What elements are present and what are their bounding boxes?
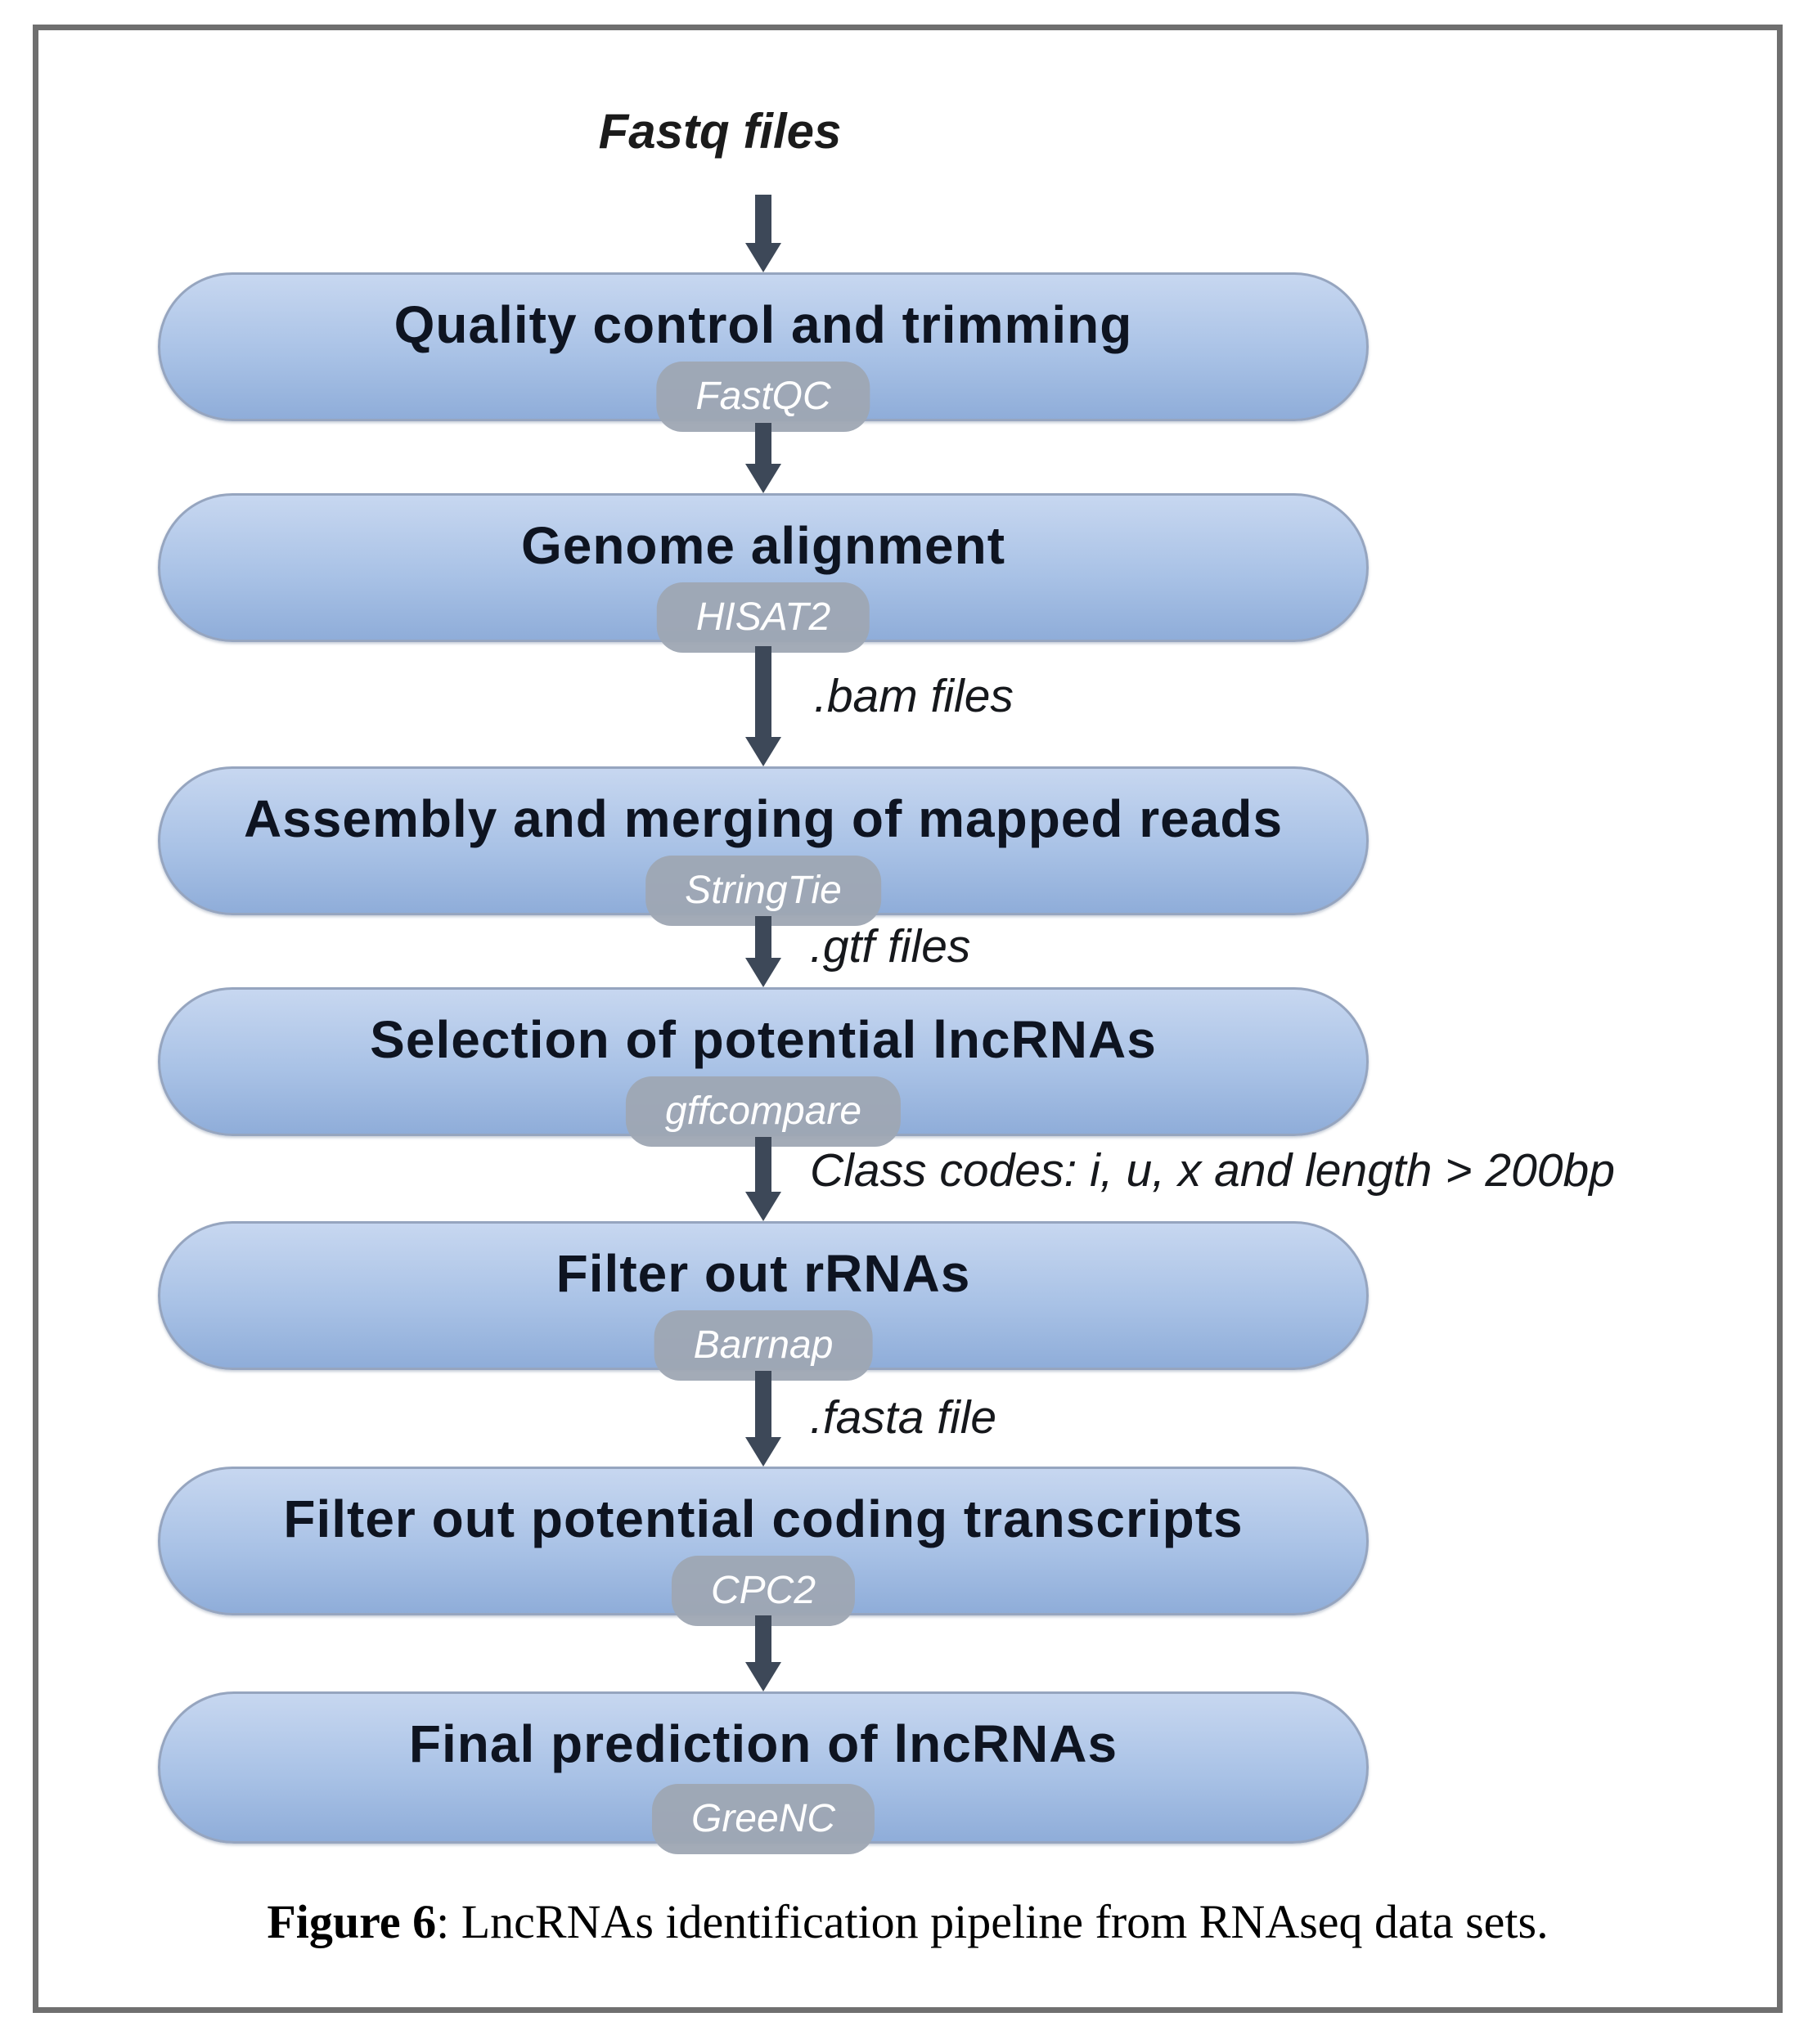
edge-label-gtf-files: .gtf files (810, 920, 971, 973)
tool-pill: CPC2 (671, 1556, 856, 1626)
tool-pill: gffcompare (625, 1076, 902, 1147)
arrow-head-icon (745, 1192, 781, 1221)
step-title: Filter out rRNAs (555, 1244, 971, 1303)
step-box-quality-control: Quality control and trimming FastQC (158, 272, 1369, 432)
arrow-stem (755, 1371, 771, 1437)
step-title: Genome alignment (520, 516, 1006, 575)
arrow-head-icon (745, 1662, 781, 1691)
step-box-filter-coding-transcripts: Filter out potential coding transcripts … (158, 1467, 1369, 1626)
arrow-stem (755, 646, 771, 737)
arrow-head-icon (745, 464, 781, 493)
tool-pill: GreeNC (651, 1784, 875, 1854)
tool-pill: HISAT2 (656, 582, 870, 653)
arrow-head-icon (745, 1437, 781, 1467)
edge-label-bam-files: .bam files (814, 670, 1014, 722)
figure-caption-prefix: Figure 6 (267, 1895, 437, 1948)
arrow-stem (755, 916, 771, 958)
step-title: Assembly and merging of mapped reads (243, 789, 1284, 848)
arrow-head-icon (745, 958, 781, 987)
step-title: Selection of potential lncRNAs (370, 1010, 1157, 1069)
arrow-stem (755, 1615, 771, 1662)
flow-arrow-4 (745, 916, 781, 987)
arrow-stem (755, 423, 771, 464)
flow-arrow-3 (745, 646, 781, 766)
input-files-label: Fastq files (598, 104, 842, 159)
flow-arrow-1 (745, 195, 781, 272)
figure-caption-text: : LncRNAs identification pipeline from R… (436, 1895, 1549, 1948)
flow-arrow-5 (745, 1137, 781, 1221)
flow-arrow-7 (745, 1615, 781, 1691)
arrow-head-icon (745, 737, 781, 766)
flow-arrow-2 (745, 423, 781, 493)
step-box-selection-lncrnas: Selection of potential lncRNAs gffcompar… (158, 987, 1369, 1147)
arrow-stem (755, 1137, 771, 1192)
edge-label-fasta-file: .fasta file (810, 1391, 997, 1444)
step-box-genome-alignment: Genome alignment HISAT2 (158, 493, 1369, 653)
step-box-assembly-merging: Assembly and merging of mapped reads Str… (158, 766, 1369, 926)
step-box-final-prediction: Final prediction of lncRNAs GreeNC (158, 1691, 1369, 1854)
tool-pill: StringTie (645, 856, 881, 926)
tool-pill: Barrnap (654, 1310, 873, 1381)
arrow-stem (755, 195, 771, 243)
edge-label-class-codes: Class codes: i, u, x and length > 200bp (810, 1144, 1615, 1197)
step-box-filter-rrnas: Filter out rRNAs Barrnap (158, 1221, 1369, 1381)
step-title: Quality control and trimming (394, 295, 1133, 354)
figure-caption: Figure 6: LncRNAs identification pipelin… (33, 1894, 1783, 1949)
flow-arrow-6 (745, 1371, 781, 1467)
step-title: Filter out potential coding transcripts (283, 1489, 1244, 1548)
step-title: Final prediction of lncRNAs (408, 1714, 1118, 1773)
arrow-head-icon (745, 243, 781, 272)
tool-pill: FastQC (656, 362, 870, 432)
